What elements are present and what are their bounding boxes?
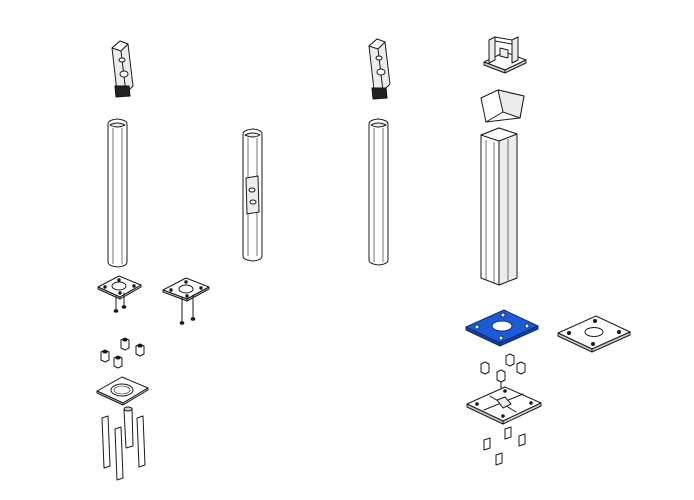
u-bracket-top[interactable] (483, 36, 527, 74)
post-with-slot-2[interactable] (242, 128, 263, 262)
hex-nut (505, 353, 515, 367)
large-post-4[interactable] (480, 89, 525, 286)
hex-nut (113, 355, 123, 369)
post-profile-1[interactable] (107, 118, 128, 268)
hex-nut (135, 343, 145, 357)
hex-nut (100, 349, 110, 363)
cross-anchor-plate[interactable] (466, 386, 542, 466)
hex-nut (480, 361, 490, 375)
post-top-cap-1[interactable] (111, 40, 134, 98)
floor-plate-plain[interactable] (557, 315, 631, 353)
hex-nut (120, 337, 130, 351)
hex-nut (496, 369, 506, 383)
post-profile-3[interactable] (368, 118, 389, 266)
base-plate-1[interactable] (97, 275, 142, 313)
hex-nut (516, 361, 526, 375)
post-top-cap-2[interactable] (368, 38, 391, 100)
floor-plate-highlighted[interactable] (465, 309, 539, 347)
base-plate-2[interactable] (162, 277, 210, 325)
anchor-kit-left[interactable] (96, 337, 149, 481)
anchor-kit-right[interactable] (480, 353, 526, 393)
